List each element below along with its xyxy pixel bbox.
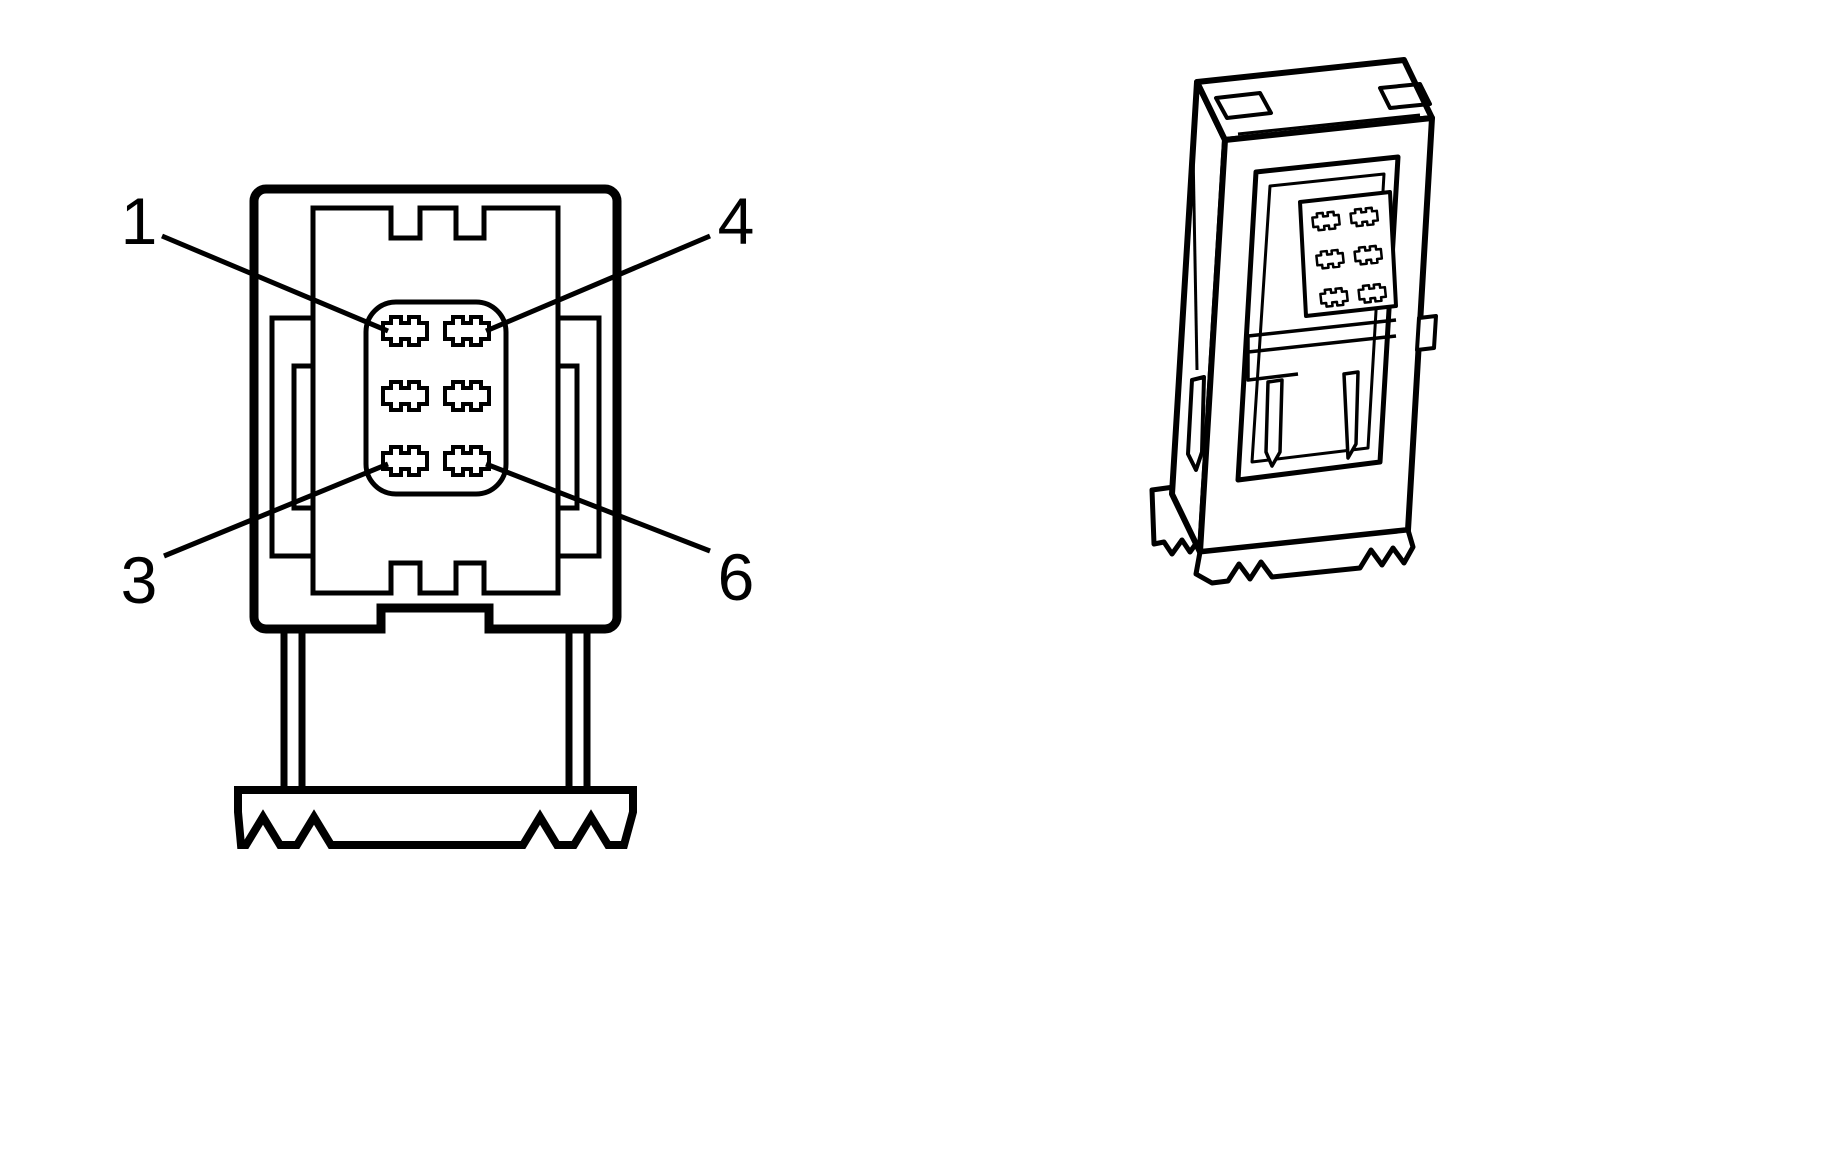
- connector-inner-panel: [310, 205, 561, 596]
- iso-base-serrated: [1193, 527, 1416, 586]
- pin-label-3: 3: [121, 543, 158, 617]
- iso-left-latch-line: [1191, 149, 1199, 371]
- left-guide-rail: [269, 315, 313, 559]
- connector-front-view: 1 4 3 6: [121, 184, 755, 849]
- terminal-contact-6: [443, 445, 491, 477]
- iso-cavity-rib-right: [1342, 370, 1360, 460]
- terminal-contact-5: [443, 380, 491, 412]
- iso-top-slot-right: [1378, 82, 1432, 110]
- leader-line-pin1: [161, 233, 389, 334]
- terminal-contact-2: [381, 380, 429, 412]
- terminal-contact-4: [443, 315, 491, 347]
- leader-line-pin3: [163, 461, 389, 559]
- iso-right-tab: [1415, 314, 1438, 352]
- leader-line-pin6: [485, 461, 711, 554]
- terminal-contact-1: [381, 315, 429, 347]
- iso-cavity-rib-left: [1264, 378, 1284, 468]
- pin-label-4: 4: [718, 184, 755, 258]
- connector-isometric-view: [1149, 57, 1438, 586]
- iso-top-slot-left: [1214, 91, 1273, 120]
- right-guide-rail: [558, 315, 602, 559]
- terminal-contact-3: [381, 445, 429, 477]
- iso-cavity-rails: [1246, 318, 1397, 382]
- leader-line-pin4: [485, 233, 711, 334]
- connector-stem: [280, 628, 591, 792]
- iso-inner-frame-depth: [1250, 172, 1386, 464]
- pin-label-6: 6: [718, 540, 755, 614]
- pin-label-1: 1: [121, 184, 158, 258]
- iso-top-face-rim: [1237, 113, 1421, 136]
- connector-base-serrated: [234, 786, 637, 849]
- iso-latch-blade: [1186, 375, 1206, 472]
